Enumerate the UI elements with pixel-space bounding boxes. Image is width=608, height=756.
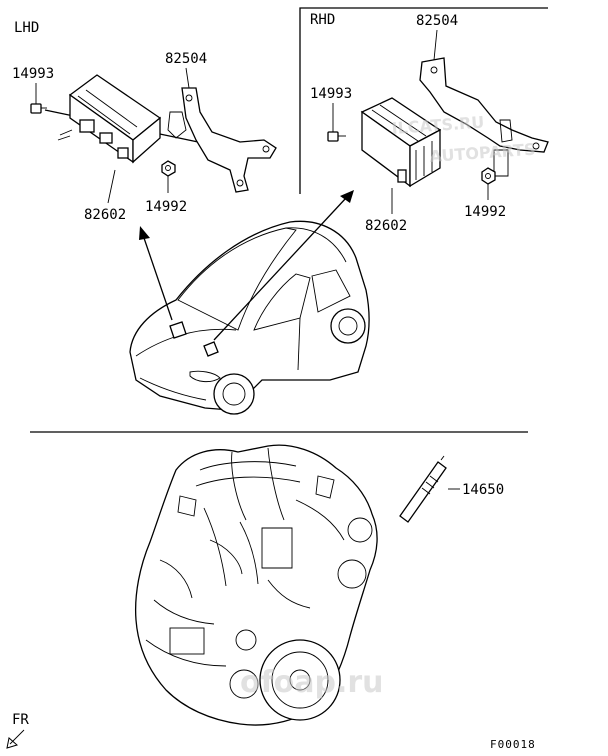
lhd-nut-icon[interactable] xyxy=(161,160,176,177)
rhd-module-label[interactable]: 82602 xyxy=(365,218,407,234)
engine-icon xyxy=(134,444,378,726)
rhd-control-module-icon[interactable] xyxy=(360,97,442,188)
lhd-bracket-label[interactable]: 82504 xyxy=(165,51,207,67)
lhd-bracket-icon[interactable] xyxy=(167,87,277,193)
watermark-logo: ofoap.ru xyxy=(240,665,384,700)
lhd-leaders xyxy=(35,67,190,204)
rhd-frame xyxy=(299,7,548,194)
lhd-module-label[interactable]: 82602 xyxy=(84,207,126,223)
rhd-bracket-icon[interactable] xyxy=(419,57,549,177)
glow-plug-icon[interactable] xyxy=(399,455,447,523)
rhd-title: RHD xyxy=(310,12,335,28)
vehicle-lhd-location-icon xyxy=(169,321,187,339)
rhd-nut-icon[interactable] xyxy=(481,167,496,185)
lhd-pointer-arrow xyxy=(139,226,173,321)
vehicle-rhd-location-icon xyxy=(203,341,219,357)
rhd-bracket-label[interactable]: 82504 xyxy=(416,13,458,29)
lhd-title: LHD xyxy=(14,20,39,36)
lhd-bolt-label[interactable]: 14993 xyxy=(12,66,54,82)
watermark-secondary: AUTOPARTS xyxy=(429,140,536,166)
lhd-control-module-icon[interactable] xyxy=(57,74,162,164)
rhd-bolt-icon[interactable] xyxy=(327,131,346,142)
rhd-nut-label[interactable]: 14992 xyxy=(464,204,506,220)
lhd-bolt-icon[interactable] xyxy=(30,103,47,114)
lhd-nut-label[interactable]: 14992 xyxy=(145,199,187,215)
diagram-code: F00018 xyxy=(490,738,536,751)
rhd-pointer-arrow xyxy=(213,190,354,341)
front-arrow-icon xyxy=(6,729,25,749)
rhd-leaders xyxy=(332,29,489,214)
front-marker-label: FR xyxy=(12,712,29,728)
rhd-bolt-label[interactable]: 14993 xyxy=(310,86,352,102)
vehicle-icon xyxy=(129,220,370,415)
glow-plug-label[interactable]: 14650 xyxy=(462,482,504,498)
